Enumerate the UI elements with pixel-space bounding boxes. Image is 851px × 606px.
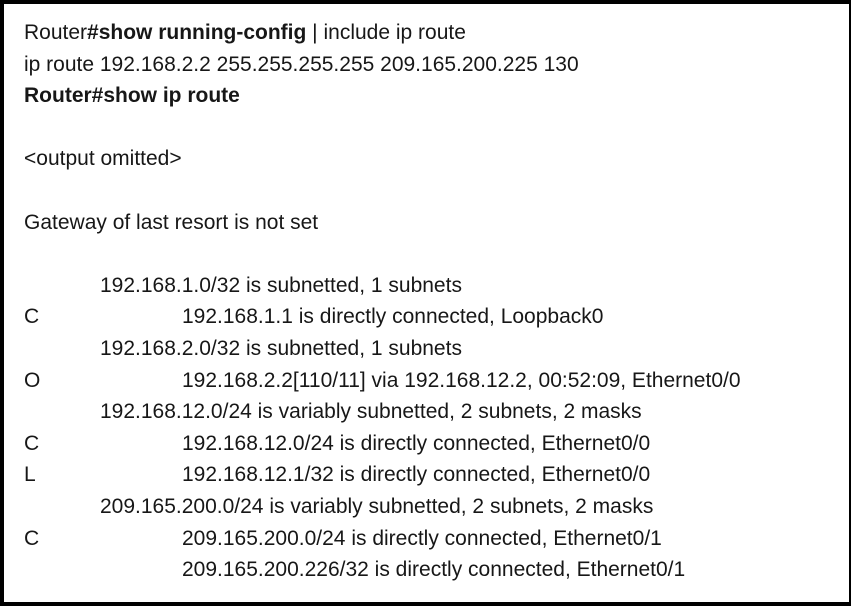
cli-command-pipe-segment: | include ip route <box>306 21 466 44</box>
cli-prompt: Router <box>24 21 88 44</box>
route-text: 192.168.2.2[110/11] via 192.168.12.2, 00… <box>182 368 741 392</box>
route-text: 192.168.12.0/24 is directly connected, E… <box>182 431 651 455</box>
route-entry: 209.165.200.226/32 is directly connected… <box>24 554 849 586</box>
cli-output-ip-route-config: ip route 192.168.2.2 255.255.255.255 209… <box>24 52 579 76</box>
subnet-header-line: 192.168.2.0/32 is subnetted, 1 subnets <box>100 336 462 360</box>
gateway-of-last-resort-line: Gateway of last resort is not set <box>24 210 319 234</box>
route-entry: C 209.165.200.0/24 is directly connected,… <box>24 523 849 555</box>
cli-command-line-show-ip-route: Router#show ip route <box>24 84 240 108</box>
blank-line <box>24 238 849 270</box>
subnet-header-line: 192.168.12.0/24 is variably subnetted, 2… <box>100 400 642 424</box>
route-code: C <box>24 431 40 455</box>
route-text: 192.168.12.1/32 is directly connected, E… <box>182 463 651 487</box>
subnet-header-line: 192.168.1.0/32 is subnetted, 1 subnets <box>100 273 462 297</box>
route-text: 209.165.200.226/32 is directly connected… <box>182 558 686 582</box>
route-code: L <box>24 463 36 487</box>
route-entry: L 192.168.12.1/32 is directly connected, … <box>24 459 849 491</box>
route-code: C <box>24 305 40 329</box>
route-code: C <box>24 526 40 550</box>
route-entry: C 192.168.12.0/24 is directly connected, … <box>24 428 849 460</box>
route-entry: C 192.168.1.1 is directly connected, Loop… <box>24 301 849 333</box>
route-entry: O 192.168.2.2[110/11] via 192.168.12.2, 0… <box>24 365 849 397</box>
cli-command-line-show-running-config: Router#show running-config | include ip … <box>24 17 849 49</box>
route-text: 192.168.1.1 is directly connected, Loopb… <box>182 305 604 329</box>
output-omitted-note: <output omitted> <box>24 147 182 171</box>
blank-line <box>24 112 849 144</box>
blank-line <box>24 175 849 207</box>
cli-command-bold-segment: #show running-config <box>87 21 307 44</box>
subnet-header-line: 209.165.200.0/24 is variably subnetted, … <box>100 494 654 518</box>
route-text: 209.165.200.0/24 is directly connected, … <box>182 526 662 550</box>
route-code: O <box>24 368 41 392</box>
